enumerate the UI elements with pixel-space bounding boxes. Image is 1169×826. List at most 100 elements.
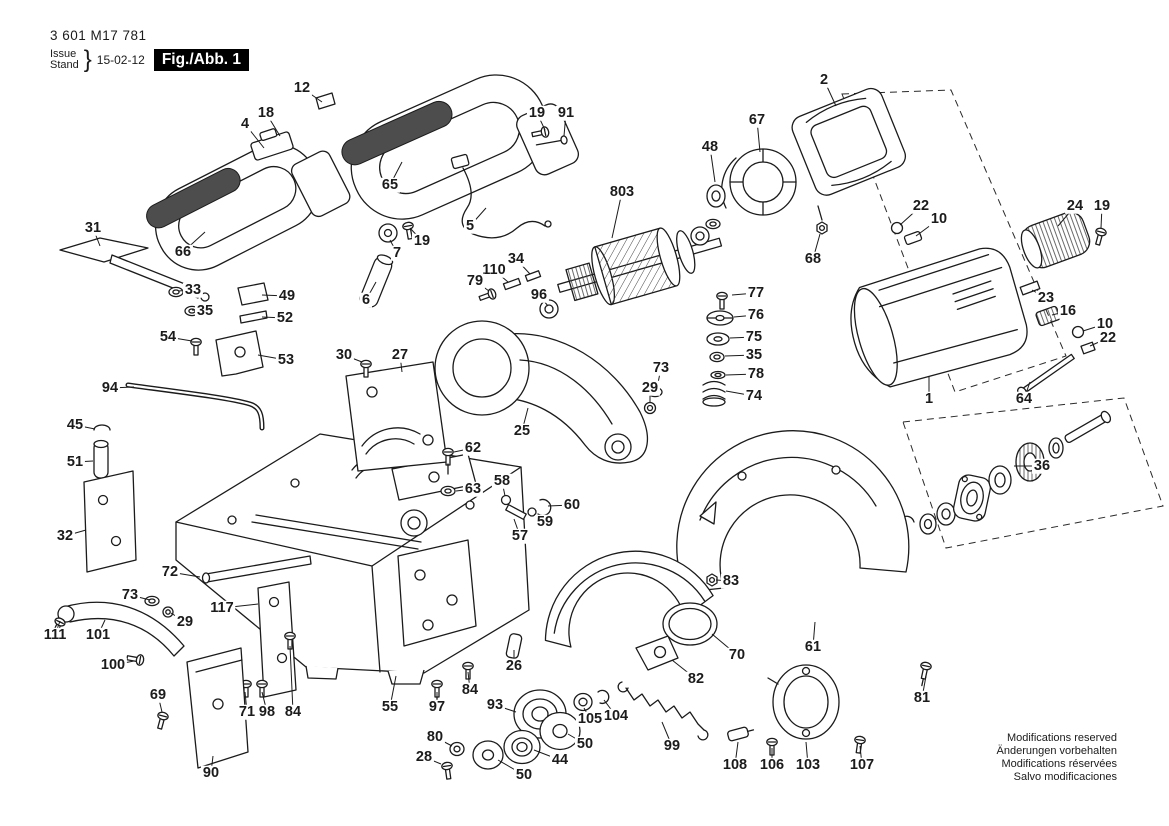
part-callout-32: 32 <box>54 527 76 544</box>
part-callout-35: 35 <box>743 346 765 363</box>
part-callout-103: 103 <box>793 756 823 773</box>
saw-arm-drawing <box>345 320 649 472</box>
part-callout-19: 19 <box>411 232 433 249</box>
part-callout-101: 101 <box>83 626 113 643</box>
part-callout-83: 83 <box>720 572 742 589</box>
part-callout-19: 19 <box>1091 197 1113 214</box>
part-callout-90: 90 <box>200 764 222 781</box>
part-callout-36: 36 <box>1031 457 1053 474</box>
part-callout-53: 53 <box>275 351 297 368</box>
part-callout-110: 110 <box>480 261 508 278</box>
modifications-note: Modifications reserved Änderungen vorbeh… <box>997 732 1117 784</box>
part-callout-27: 27 <box>389 346 411 363</box>
armature-drawing <box>477 218 723 319</box>
part-callout-5: 5 <box>463 217 477 234</box>
part-callout-108: 108 <box>720 756 750 773</box>
figure-label: Fig./Abb. 1 <box>153 49 250 71</box>
issue-row: Issue Stand } 15-02-12 Fig./Abb. 1 <box>50 46 250 73</box>
note-line-fr: Modifications réservées <box>1001 758 1117 770</box>
part-callout-106: 106 <box>757 756 787 773</box>
base-drawing <box>175 433 530 685</box>
part-callout-52: 52 <box>274 309 296 326</box>
part-callout-68: 68 <box>802 250 824 267</box>
part-callout-107: 107 <box>847 756 877 773</box>
part-callout-64: 64 <box>1013 390 1035 407</box>
part-callout-54: 54 <box>157 328 179 345</box>
part-callout-31: 31 <box>82 219 104 236</box>
part-callout-67: 67 <box>746 111 768 128</box>
part-callout-50: 50 <box>513 766 535 783</box>
part-callout-30: 30 <box>333 346 355 363</box>
part-callout-111: 111 <box>41 626 69 643</box>
part-callout-96: 96 <box>528 286 550 303</box>
lever-drawing <box>49 601 249 769</box>
motor-housing-drawing <box>850 247 1028 388</box>
part-callout-6: 6 <box>359 291 373 308</box>
part-callout-66: 66 <box>172 243 194 260</box>
part-callout-50: 50 <box>574 735 596 752</box>
part-callout-79: 79 <box>464 272 486 289</box>
spring-drawing <box>617 681 709 741</box>
part-callout-60: 60 <box>561 496 583 513</box>
part-callout-45: 45 <box>64 416 86 433</box>
inner-guard-drawing <box>544 550 867 756</box>
part-callout-100: 100 <box>98 656 128 673</box>
part-callout-97: 97 <box>426 698 448 715</box>
part-callout-59: 59 <box>534 513 556 530</box>
part-callout-10: 10 <box>928 210 950 227</box>
part-callout-93: 93 <box>484 696 506 713</box>
part-callout-12: 12 <box>291 79 313 96</box>
part-callout-94: 94 <box>99 379 121 396</box>
dashed-group-motor <box>841 89 1067 393</box>
stand-label: Stand <box>50 59 79 71</box>
part-callout-84: 84 <box>459 681 481 698</box>
part-callout-26: 26 <box>503 657 525 674</box>
part-callout-48: 48 <box>699 138 721 155</box>
part-callout-82: 82 <box>685 670 707 687</box>
clamp-drawing <box>59 237 269 431</box>
base-hardware-drawing <box>440 447 552 520</box>
document-number: 3 601 M17 781 <box>50 28 147 43</box>
part-callout-62: 62 <box>462 439 484 456</box>
part-callout-75: 75 <box>743 328 765 345</box>
part-callout-10: 10 <box>1094 315 1116 332</box>
front-handle-drawing <box>146 143 351 271</box>
part-callout-73: 73 <box>119 586 141 603</box>
part-callout-19: 19 <box>526 104 548 121</box>
note-line-de: Änderungen vorbehalten <box>996 745 1117 757</box>
part-callout-70: 70 <box>726 646 748 663</box>
title-block: 3 601 M17 781 Issue Stand } 15-02-12 Fig… <box>50 28 250 73</box>
note-line-en: Modifications reserved <box>1006 732 1117 744</box>
part-callout-99: 99 <box>661 737 683 754</box>
brace-glyph: } <box>83 46 92 73</box>
part-callout-105: 105 <box>575 710 605 727</box>
part-callout-49: 49 <box>276 287 298 304</box>
field-drawing <box>791 87 907 196</box>
part-callout-117: 117 <box>208 599 236 616</box>
part-callout-29: 29 <box>174 613 196 630</box>
dashed-group-spindle <box>902 397 1164 549</box>
part-callout-84: 84 <box>282 703 304 720</box>
part-callout-803: 803 <box>607 183 637 200</box>
part-callout-16: 16 <box>1057 302 1079 319</box>
part-callout-74: 74 <box>743 387 765 404</box>
part-callout-2: 2 <box>817 71 831 88</box>
part-callout-81: 81 <box>911 689 933 706</box>
part-callout-78: 78 <box>745 365 767 382</box>
part-callout-65: 65 <box>379 176 401 193</box>
part-callout-34: 34 <box>505 250 527 267</box>
part-callout-58: 58 <box>491 472 513 489</box>
part-callout-80: 80 <box>424 728 446 745</box>
part-callout-23: 23 <box>1035 289 1057 306</box>
fan-guard-drawing <box>706 148 797 216</box>
part-callout-63: 63 <box>462 480 484 497</box>
part-callout-35: 35 <box>194 302 216 319</box>
part-callout-22: 22 <box>910 197 932 214</box>
part-callout-29: 29 <box>639 379 661 396</box>
part-callout-51: 51 <box>64 453 86 470</box>
part-callout-44: 44 <box>549 751 571 768</box>
